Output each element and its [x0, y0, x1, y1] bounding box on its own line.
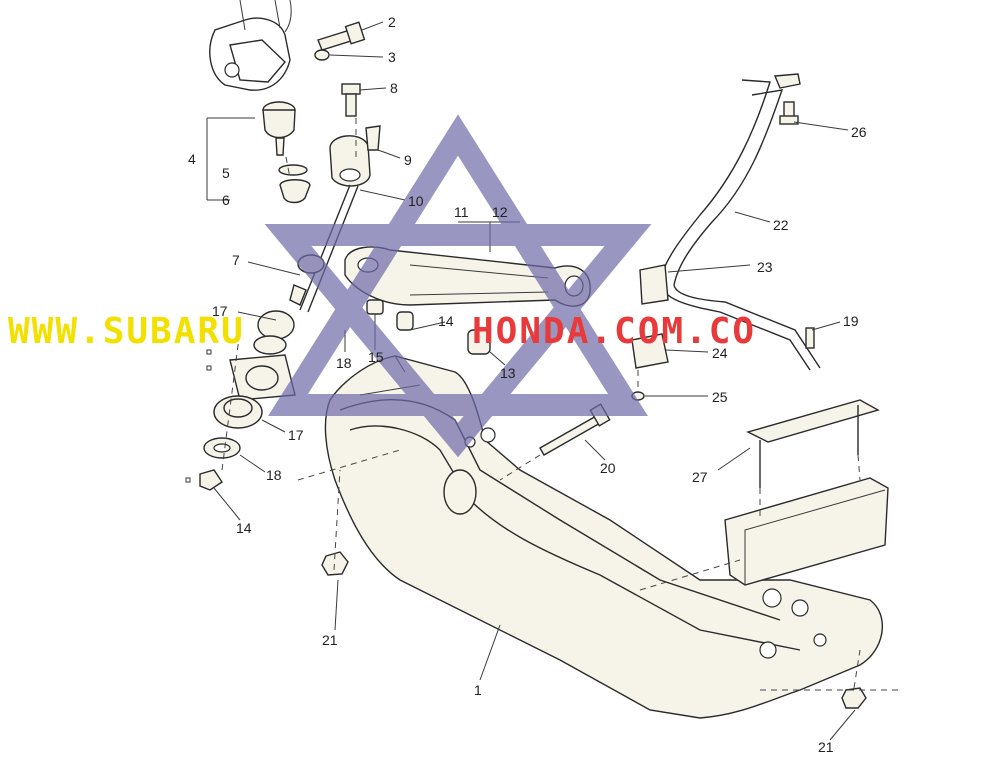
label-21-left: 21 — [322, 632, 338, 648]
bolt-19 — [805, 327, 815, 349]
bushing-23 — [639, 264, 669, 305]
label-13: 13 — [500, 365, 516, 381]
label-23: 23 — [757, 259, 773, 275]
label-22: 22 — [773, 217, 789, 233]
label-18-lower: 18 — [266, 467, 282, 483]
label-8: 8 — [390, 80, 398, 96]
label-2: 2 — [388, 14, 396, 30]
label-18-upper: 18 — [336, 355, 352, 371]
ball-joint-4 — [262, 101, 296, 156]
skid-plate-27 — [724, 399, 889, 586]
star-triangle-down — [264, 224, 652, 458]
assembly-guides — [221, 118, 900, 691]
bolt-26 — [779, 101, 799, 125]
watermark-text-right: HONDA.COM.CO — [472, 311, 756, 352]
bolt-2 — [317, 21, 366, 51]
label-17-upper: 17 — [212, 303, 228, 319]
bushing-14-upper — [396, 311, 414, 331]
label-21-right: 21 — [818, 739, 834, 755]
label-7: 7 — [232, 252, 240, 268]
label-26: 26 — [851, 124, 867, 140]
bushing-13 — [467, 329, 491, 355]
part-labels: 2 3 8 4 5 6 9 10 11 12 7 17 18 15 14 13 … — [188, 14, 867, 755]
label-17-lower: 17 — [288, 427, 304, 443]
watermark-star — [264, 114, 652, 458]
label-20: 20 — [600, 460, 616, 476]
label-27: 27 — [692, 469, 708, 485]
bolt-8 — [341, 83, 361, 117]
label-4: 4 — [188, 151, 196, 167]
stabilizer-bar-22 — [659, 73, 821, 371]
bushing-15 — [366, 299, 384, 315]
bracket-24 — [631, 333, 669, 369]
label-10: 10 — [408, 193, 424, 209]
nut-21-left — [321, 551, 349, 576]
label-3: 3 — [388, 49, 396, 65]
watermark-text: WWW.SUBARU HONDA.COM.CO — [8, 311, 756, 352]
washer-5 — [278, 164, 308, 176]
washer-3 — [314, 49, 330, 61]
label-25: 25 — [712, 389, 728, 405]
nut-21-right — [841, 687, 867, 709]
reference-markers — [185, 349, 212, 483]
label-14-upper: 14 — [438, 313, 454, 329]
watermark-text-left: WWW.SUBARU — [8, 311, 245, 352]
label-1: 1 — [474, 682, 482, 698]
leader-lines — [213, 21, 856, 741]
knuckle-assembly — [209, 0, 292, 91]
label-24: 24 — [712, 345, 728, 361]
label-9: 9 — [404, 152, 412, 168]
label-6: 6 — [222, 192, 230, 208]
star-triangle-up — [268, 114, 648, 416]
boot-6 — [279, 179, 311, 204]
label-14-lower: 14 — [236, 520, 252, 536]
label-19: 19 — [843, 313, 859, 329]
bracket-4 — [206, 117, 255, 201]
label-12: 12 — [492, 204, 508, 220]
label-5: 5 — [222, 165, 230, 181]
label-15: 15 — [368, 349, 384, 365]
label-11: 11 — [454, 204, 469, 220]
